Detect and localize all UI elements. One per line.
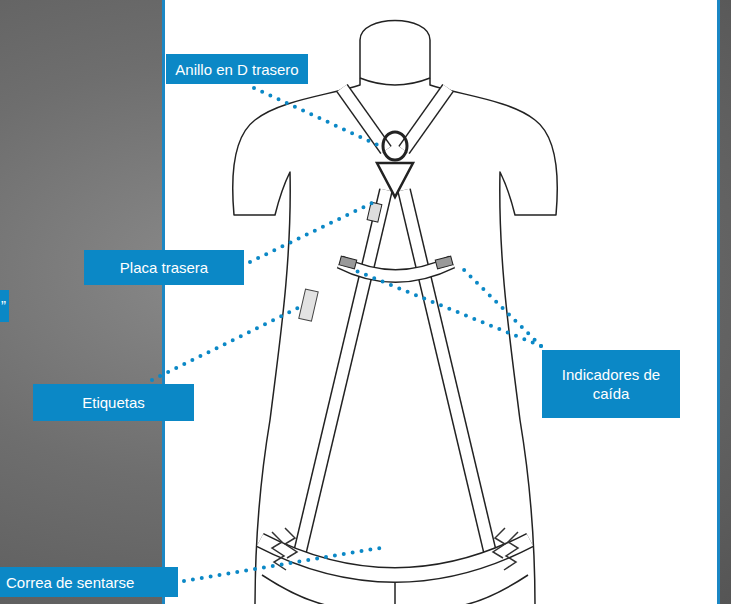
callout-box: Placa trasera — [84, 250, 244, 285]
harness-straps — [260, 88, 530, 575]
leader-line — [152, 88, 541, 581]
fall-indicator — [435, 256, 453, 269]
back-plate — [377, 163, 413, 197]
mannequin — [233, 21, 558, 604]
d-ring — [383, 132, 407, 160]
fall-indicator — [339, 256, 357, 269]
callout-label: Placa trasera — [120, 258, 208, 277]
callout-label: Correa de sentarse — [6, 573, 134, 592]
callout-label: Etiquetas — [82, 393, 145, 412]
fragment-label: ” — [1, 296, 6, 315]
cut-box — [0, 290, 9, 322]
labels-tag — [299, 289, 318, 321]
callout-box: Correa de sentarse — [0, 567, 178, 597]
plate-label — [367, 202, 382, 222]
callout-label: Indicadores de caída — [550, 365, 672, 403]
callout-box: Indicadores de caída — [542, 350, 680, 418]
callout-label: Anillo en D trasero — [175, 60, 298, 79]
callout-box: Etiquetas — [33, 384, 194, 421]
panel — [164, 0, 719, 604]
callout-box: Anillo en D trasero — [166, 54, 308, 84]
